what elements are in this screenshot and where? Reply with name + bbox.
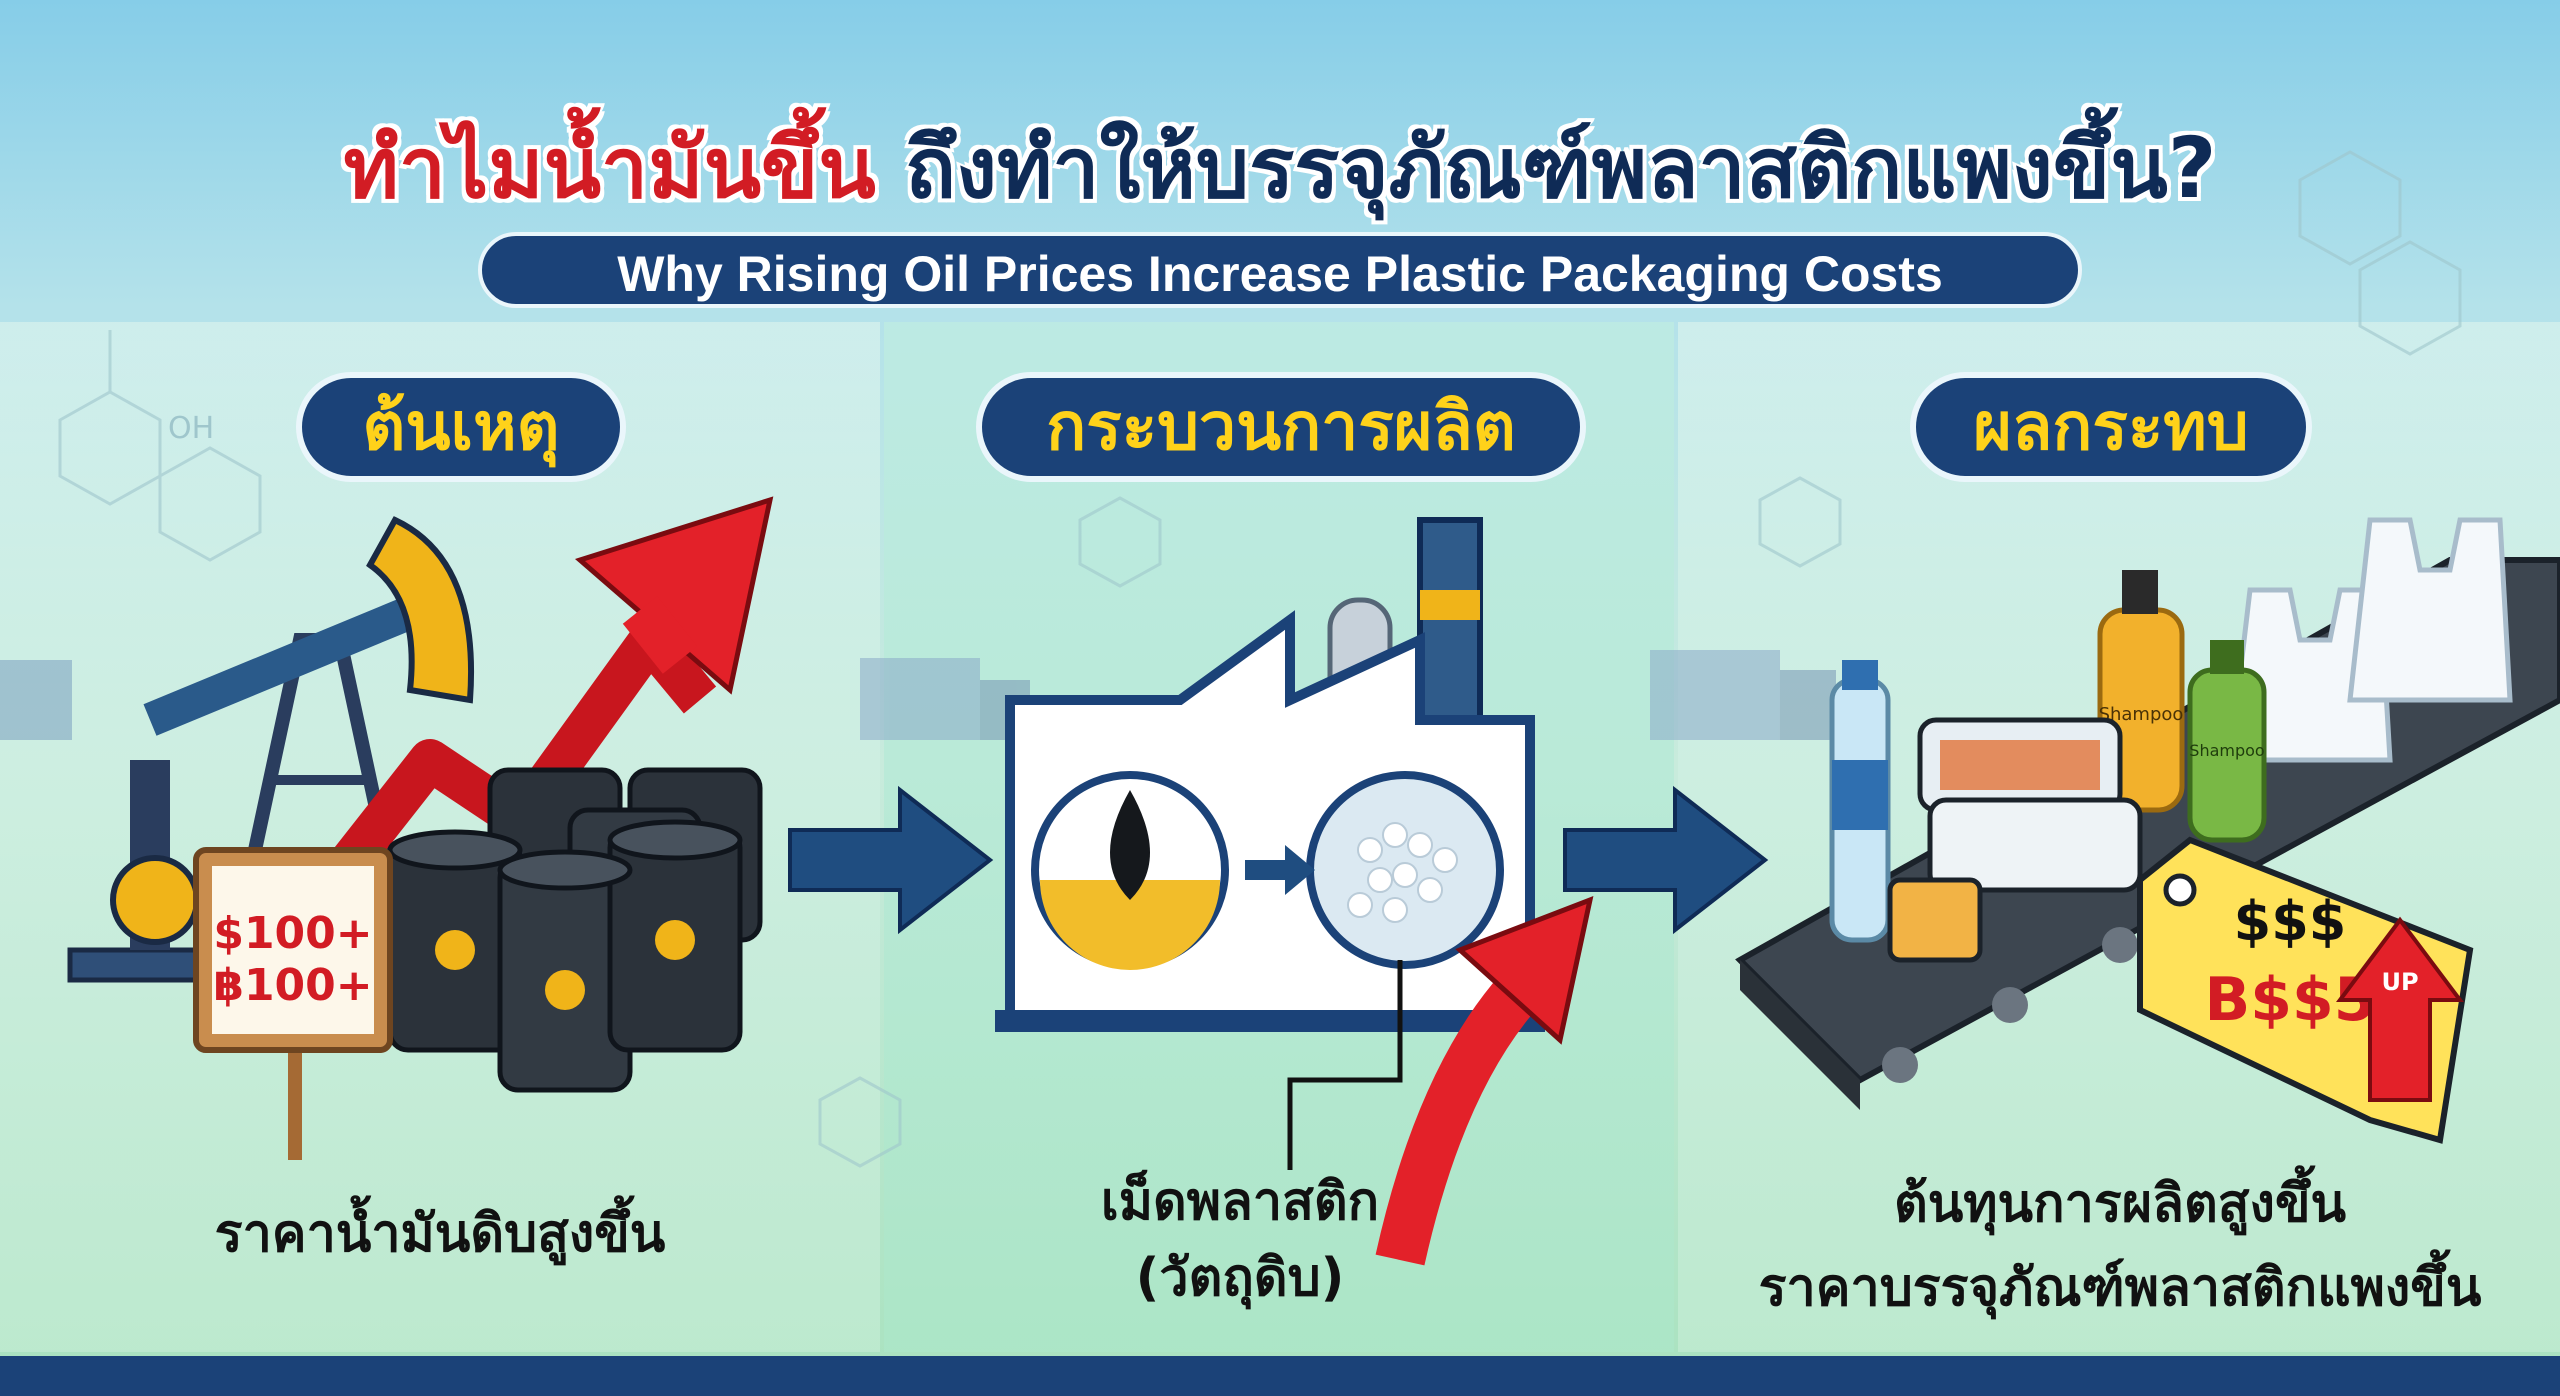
shampoo-label-right: Shampoo xyxy=(2189,741,2264,760)
heading-process: กระบวนการผลิต xyxy=(976,372,1586,482)
rising-red-arrow-icon xyxy=(1375,896,1594,1266)
shampoo-label-left: Shampoo xyxy=(2099,704,2184,725)
page-title: ทำไมน้ำมันขึ้น ถึงทำให้บรรจุภัณฑ์พลาสติก… xyxy=(0,108,2560,228)
sign-price-thb: ฿100+ xyxy=(213,960,372,1011)
price-tag-icon: $$$ B$$5 UP xyxy=(2137,836,2474,1144)
caption-effect-line1: ต้นทุนการผลิตสูงขึ้น xyxy=(1893,1174,2347,1234)
water-bottle-icon xyxy=(1829,660,1891,943)
right-arrow-icon xyxy=(788,785,994,935)
heading-cause: ต้นเหตุ xyxy=(296,372,626,482)
caption-process-line2: (วัตถุดิบ) xyxy=(1135,1248,1345,1308)
heading-effect: ผลกระทบ xyxy=(1910,372,2312,482)
english-subtitle: Why Rising Oil Prices Increase Plastic P… xyxy=(478,232,2082,308)
price-tag-symbols: $$$ xyxy=(2234,890,2347,953)
molecule-decoration-icon xyxy=(58,150,2462,1168)
title-rest: ถึงทำให้บรรจุภัณฑ์พลาสติกแพงขึ้น? xyxy=(905,119,2217,217)
caption-effect-line2: ราคาบรรจุภัณฑ์พลาสติกแพงขึ้น xyxy=(1758,1258,2482,1318)
food-containers-icon xyxy=(1887,717,2143,963)
callout-line xyxy=(1287,960,1403,1170)
up-badge: UP xyxy=(2381,968,2418,996)
oil-barrels-icon xyxy=(387,767,763,1093)
right-arrow-icon xyxy=(1563,785,1769,935)
title-highlight: ทำไมน้ำมันขึ้น xyxy=(343,119,876,217)
sign-price-usd: $100+ xyxy=(213,908,372,959)
caption-process-line1: เม็ดพลาสติก xyxy=(1100,1172,1380,1232)
shampoo-bottle-icon: Shampoo xyxy=(2187,640,2267,843)
svg-text:OH: OH xyxy=(168,411,214,446)
price-sign: $100+ ฿100+ xyxy=(193,847,393,1160)
footer-bar xyxy=(0,1356,2560,1396)
factory-icon xyxy=(995,517,1545,1032)
caption-cause: ราคาน้ำมันดิบสูงขึ้น xyxy=(214,1204,666,1264)
plastic-bags-icon xyxy=(2227,517,2513,763)
